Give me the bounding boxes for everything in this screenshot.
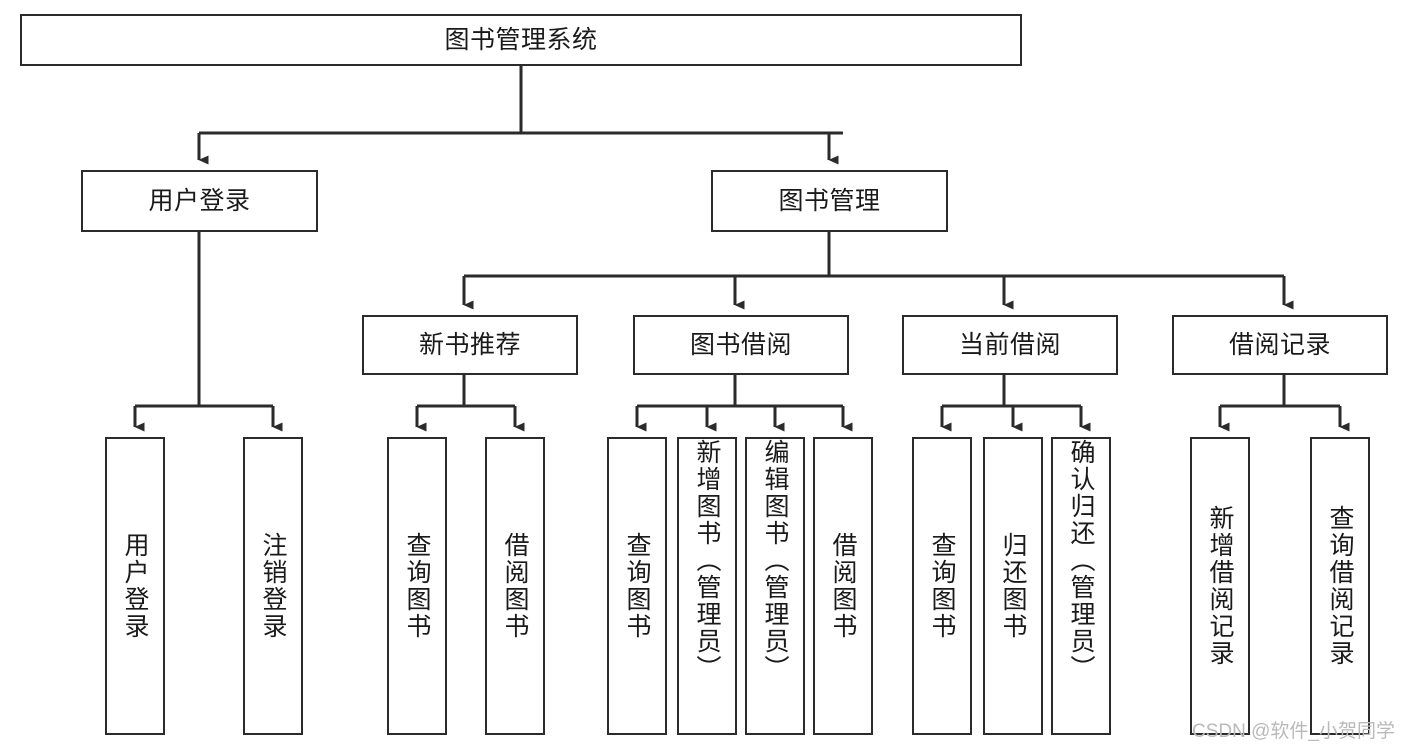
leaf-logout[interactable]: 注销登录 [243, 437, 303, 735]
node-book-management[interactable]: 图书管理 [711, 170, 948, 232]
leaf-query-book-current[interactable]: 查询图书 [912, 437, 972, 735]
node-book-management-label: 图书管理 [778, 187, 881, 215]
leaf-confirm-return-admin[interactable]: 确认归还（管理员） [1051, 437, 1111, 735]
leaf-user-login-label: 用户登录 [121, 532, 149, 640]
node-new-book-recommend-label: 新书推荐 [418, 331, 521, 359]
leaf-borrow-book-label: 借阅图书 [829, 532, 857, 640]
node-borrow-record[interactable]: 借阅记录 [1172, 315, 1388, 375]
watermark-text: CSDN @软件_小贺同学 [1192, 721, 1395, 742]
leaf-add-book-admin-label: 新增图书（管理员） [693, 439, 721, 682]
leaf-query-book-current-label: 查询图书 [928, 532, 956, 640]
node-book-borrow[interactable]: 图书借阅 [633, 315, 849, 375]
node-new-book-recommend[interactable]: 新书推荐 [362, 315, 578, 375]
leaf-add-book-admin[interactable]: 新增图书（管理员） [677, 437, 737, 735]
leaf-return-book[interactable]: 归还图书 [983, 437, 1043, 735]
node-borrow-record-label: 借阅记录 [1228, 331, 1331, 359]
leaf-query-borrow-record-label: 查询借阅记录 [1326, 505, 1354, 667]
leaf-query-book-borrow[interactable]: 查询图书 [607, 437, 667, 735]
leaf-query-borrow-record[interactable]: 查询借阅记录 [1310, 437, 1370, 735]
leaf-add-borrow-record-label: 新增借阅记录 [1206, 505, 1234, 667]
leaf-query-book-borrow-label: 查询图书 [623, 532, 651, 640]
node-root-label: 图书管理系统 [444, 26, 598, 54]
leaf-borrow-book-recommend[interactable]: 借阅图书 [485, 437, 545, 735]
leaf-return-book-label: 归还图书 [999, 532, 1027, 640]
node-user-login-label: 用户登录 [148, 187, 251, 215]
node-book-borrow-label: 图书借阅 [689, 331, 792, 359]
leaf-query-book-recommend[interactable]: 查询图书 [387, 437, 447, 735]
node-root[interactable]: 图书管理系统 [20, 14, 1022, 66]
leaf-borrow-book[interactable]: 借阅图书 [813, 437, 873, 735]
node-current-borrow-label: 当前借阅 [958, 331, 1061, 359]
leaf-add-borrow-record[interactable]: 新增借阅记录 [1190, 437, 1250, 735]
leaf-edit-book-admin[interactable]: 编辑图书（管理员） [745, 437, 805, 735]
leaf-edit-book-admin-label: 编辑图书（管理员） [761, 439, 789, 682]
leaf-query-book-recommend-label: 查询图书 [403, 532, 431, 640]
leaf-logout-label: 注销登录 [259, 532, 287, 640]
leaf-confirm-return-admin-label: 确认归还（管理员） [1067, 439, 1095, 682]
node-current-borrow[interactable]: 当前借阅 [902, 315, 1118, 375]
leaf-user-login[interactable]: 用户登录 [105, 437, 165, 735]
leaf-borrow-book-recommend-label: 借阅图书 [501, 532, 529, 640]
node-user-login[interactable]: 用户登录 [81, 170, 318, 232]
